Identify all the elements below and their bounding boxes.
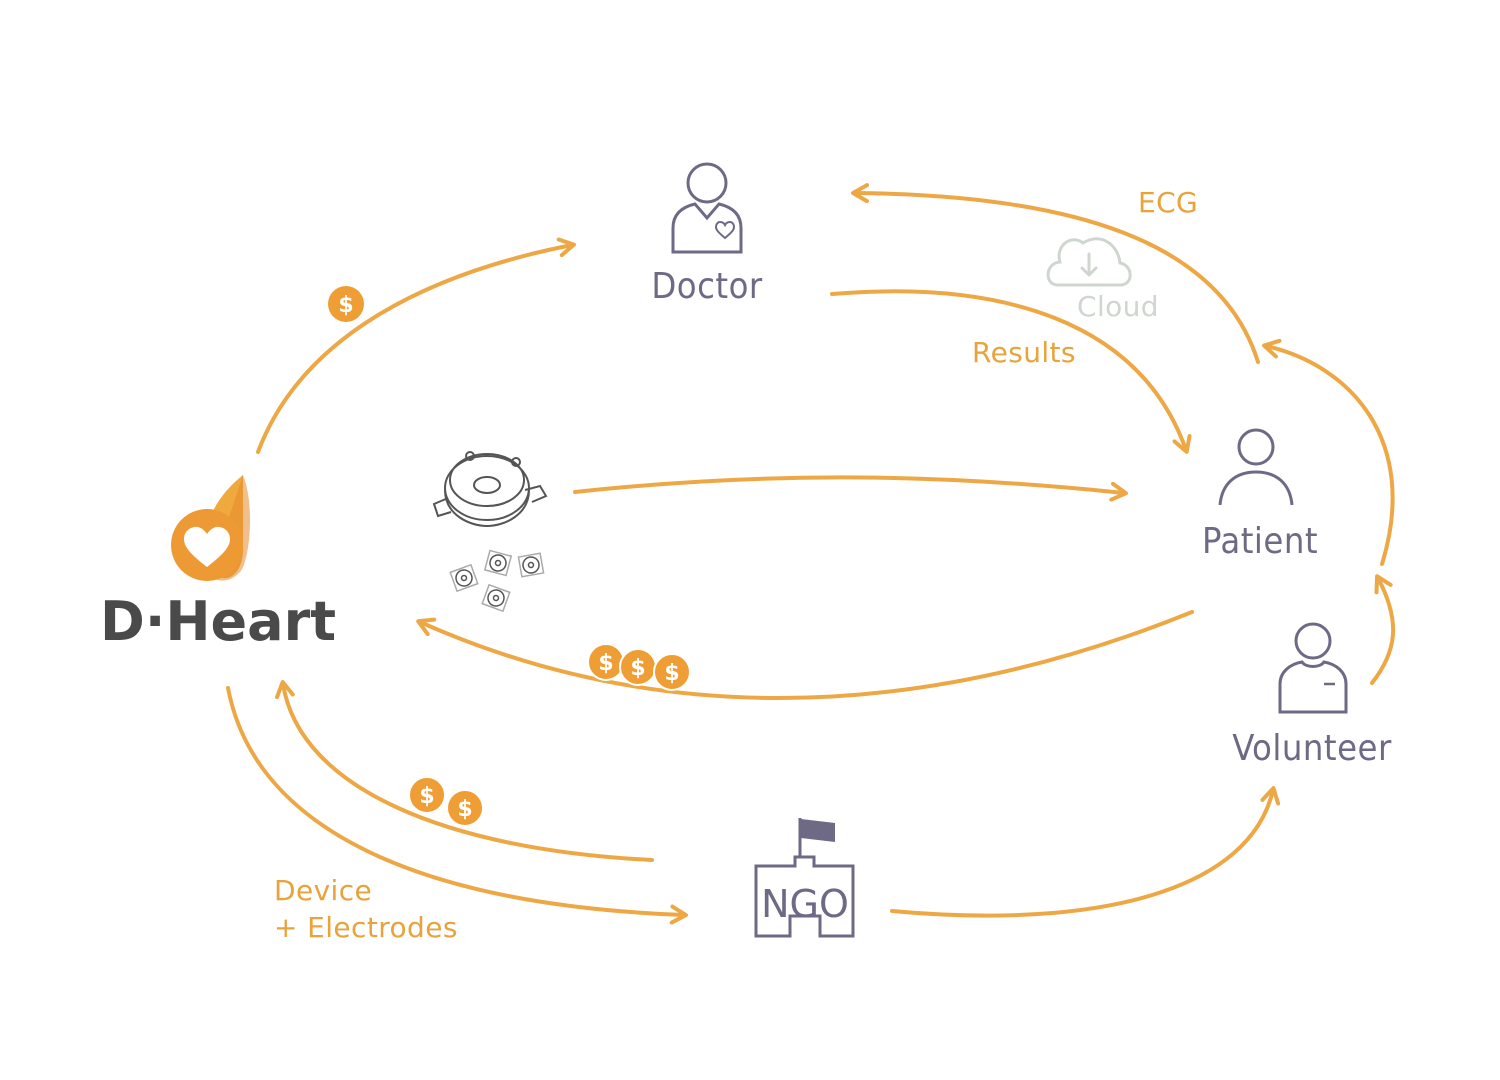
ngo-node: NGO bbox=[754, 818, 855, 938]
coin-symbol: $ bbox=[598, 651, 613, 676]
coin-symbol: $ bbox=[338, 293, 353, 318]
cloud-label: Cloud bbox=[1077, 290, 1159, 323]
doctor-label: Doctor bbox=[651, 266, 763, 307]
heart-drop-logo-icon bbox=[171, 475, 251, 581]
coin-symbol: $ bbox=[457, 797, 472, 822]
patient-label: Patient bbox=[1202, 521, 1318, 562]
arrow-ecg-to-doctor bbox=[851, 183, 1260, 364]
coin-symbol: $ bbox=[630, 656, 645, 681]
arrow-results-to-patient bbox=[830, 289, 1192, 454]
volunteer-node: Volunteer bbox=[1232, 622, 1392, 769]
patient-node: Patient bbox=[1202, 428, 1318, 562]
ecg-label: ECG bbox=[1138, 186, 1198, 219]
ngo-label: NGO bbox=[761, 882, 849, 926]
brand-name: D·Heart bbox=[100, 590, 336, 653]
arrow-device-to-patient bbox=[573, 475, 1128, 502]
arrow-volunteer-to-patient bbox=[1370, 574, 1396, 685]
person-icon bbox=[1218, 428, 1294, 506]
arrow-ngo-payment-to-dheart bbox=[275, 680, 654, 862]
coin-icon: $ bbox=[408, 776, 446, 814]
doctor-icon bbox=[671, 162, 743, 254]
arrow-patient-payment-to-dheart bbox=[416, 610, 1194, 700]
cloud-download-icon bbox=[1046, 237, 1132, 287]
cloud-node: Cloud bbox=[1046, 237, 1159, 323]
coin-symbol: $ bbox=[664, 661, 679, 686]
results-label: Results bbox=[972, 336, 1076, 369]
arrows bbox=[226, 183, 1396, 925]
coin-icon: $ bbox=[328, 286, 364, 322]
coin-icon: $ bbox=[446, 789, 484, 827]
d-heart-logo: D·Heart bbox=[100, 475, 336, 653]
coin-icon: $ bbox=[587, 643, 625, 681]
arrow-dheart-to-doctor bbox=[256, 237, 576, 454]
volunteer-label: Volunteer bbox=[1232, 728, 1392, 769]
doctor-node: Doctor bbox=[651, 162, 763, 307]
arrow-ngo-to-volunteer bbox=[890, 786, 1281, 918]
arrow-volunteer-to-ecg bbox=[1262, 338, 1395, 566]
electrodes-icon bbox=[449, 549, 545, 613]
coin-icon: $ bbox=[619, 648, 657, 686]
ecg-device-icon bbox=[432, 451, 548, 613]
coin-icon: $ bbox=[653, 653, 691, 691]
device-label-line2: + Electrodes bbox=[274, 911, 458, 944]
device-label-line1: Device bbox=[274, 874, 372, 907]
coin-symbol: $ bbox=[419, 784, 434, 809]
ngo-building-flag-icon bbox=[754, 818, 855, 938]
volunteer-icon bbox=[1278, 622, 1348, 714]
arrow-dheart-device-to-ngo bbox=[226, 686, 688, 925]
